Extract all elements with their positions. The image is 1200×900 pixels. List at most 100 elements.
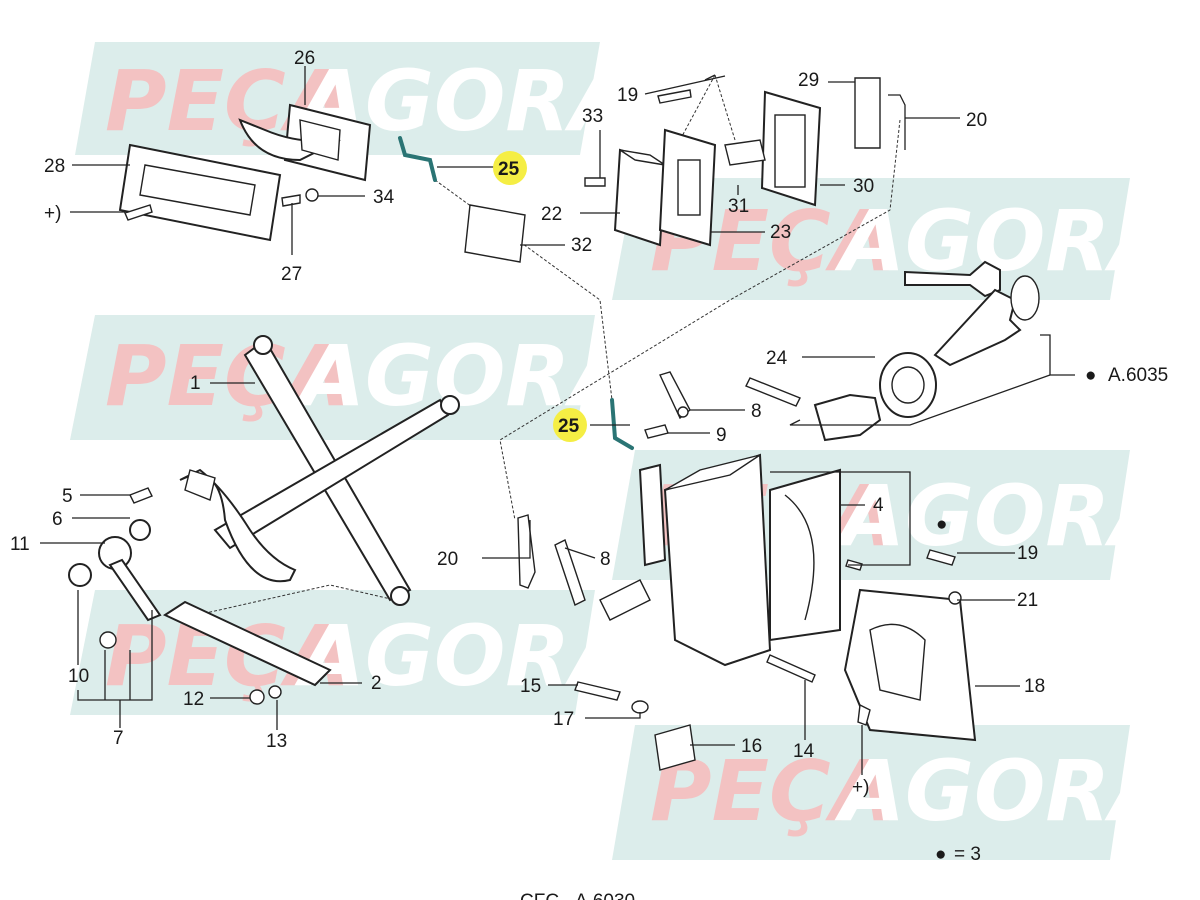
shim-plate xyxy=(654,724,696,771)
screw xyxy=(857,703,871,726)
watermark-text-right: AGORA xyxy=(834,192,1175,290)
bullet-icon: ● xyxy=(936,514,947,535)
part-label-24: 24 xyxy=(766,348,788,369)
key-set xyxy=(904,260,1040,367)
part-label-9: 9 xyxy=(716,425,727,446)
part-label-16: 16 xyxy=(741,736,762,757)
inner-handle-housing xyxy=(843,549,977,742)
lock-assembly-top xyxy=(584,77,906,247)
watermark-text-left: PEÇA xyxy=(105,327,351,425)
linkage-lever xyxy=(554,539,586,606)
part-label-27: 27 xyxy=(281,264,302,285)
crank-arm xyxy=(108,558,162,622)
watermark-text-right: AGORA xyxy=(834,742,1175,840)
part-label-19: 19 xyxy=(617,85,638,106)
screw xyxy=(124,204,153,221)
washer xyxy=(631,700,649,714)
bullet-icon: ● xyxy=(1085,365,1096,386)
diagram-reference: CFC - A.6030 xyxy=(520,891,635,900)
key-icon xyxy=(933,288,1022,367)
latch-assembly xyxy=(517,453,863,771)
connecting-rod-middle xyxy=(610,398,634,450)
screw xyxy=(644,424,669,439)
part-label-11: 11 xyxy=(10,534,30,555)
part-label-19: 19 xyxy=(1017,543,1038,564)
part-label-13: 13 xyxy=(266,731,287,752)
screw xyxy=(584,177,606,187)
part-label-31: 31 xyxy=(728,196,749,217)
watermark-band-3: PEÇA AGORA xyxy=(70,315,635,440)
part-label-29: 29 xyxy=(798,70,819,91)
part-label-8: 8 xyxy=(600,549,611,570)
watermark-text-right: AGORA xyxy=(294,327,635,425)
lock-lever xyxy=(724,139,766,166)
outer-handle-assembly xyxy=(118,103,526,263)
linkage-lever xyxy=(517,514,536,589)
seal-pad xyxy=(464,204,526,263)
window-regulator xyxy=(68,335,460,705)
lock-cylinder xyxy=(813,393,882,442)
part-label-4: 4 xyxy=(873,495,884,516)
nut xyxy=(249,689,265,705)
part-label-33: 33 xyxy=(582,106,603,127)
part-label-17: 17 xyxy=(553,709,574,730)
connecting-rod-top xyxy=(398,136,437,182)
part-label-18: 18 xyxy=(1024,676,1045,697)
part-label-8: 8 xyxy=(751,401,762,422)
bolt xyxy=(281,194,301,207)
part-label-plus: +) xyxy=(44,203,61,224)
spring xyxy=(745,377,801,407)
latch-bracket xyxy=(638,463,667,567)
screw xyxy=(766,654,816,683)
legend-text: = 3 xyxy=(954,844,981,865)
bolt xyxy=(129,487,153,504)
part-label-30: 30 xyxy=(853,176,874,197)
part-label-15: 15 xyxy=(520,676,541,697)
watermark-text-right: AGORA xyxy=(834,467,1175,565)
part-label-22: 22 xyxy=(541,204,562,225)
regulator-channel xyxy=(162,600,332,687)
screw xyxy=(657,89,692,104)
bullet-icon: ● xyxy=(935,844,946,865)
part-label-6: 6 xyxy=(52,509,63,530)
clip xyxy=(948,591,962,605)
part-label-28: 28 xyxy=(44,156,65,177)
crank-cap xyxy=(99,631,117,649)
part-label-23: 23 xyxy=(770,222,791,243)
part-label-2: 2 xyxy=(371,673,382,694)
watermark-band-6: PEÇA AGORA xyxy=(612,725,1175,860)
part-label-21: 21 xyxy=(1017,590,1038,611)
regulator-lift-arm xyxy=(213,398,450,550)
leader-lines xyxy=(40,66,1075,775)
washer xyxy=(129,519,151,541)
key-ring xyxy=(1010,275,1040,321)
washer xyxy=(268,685,282,699)
screw xyxy=(926,549,956,566)
part-label-20: 20 xyxy=(966,110,987,131)
bolt xyxy=(574,681,621,701)
highlight-marker xyxy=(493,151,527,185)
legend: ● = 3 xyxy=(935,844,981,865)
routing-lines xyxy=(174,74,901,621)
part-label-7: 7 xyxy=(113,728,124,749)
part-label-25: 25 xyxy=(558,416,580,437)
part-label-1: 1 xyxy=(190,373,201,394)
part-label-14: 14 xyxy=(793,741,815,762)
key-icon xyxy=(904,260,1001,298)
part-label-25: 25 xyxy=(498,159,520,180)
part-label-20: 20 xyxy=(437,549,458,570)
part-label-26: 26 xyxy=(294,48,315,69)
highlight-marker xyxy=(553,408,587,442)
part-label-34: 34 xyxy=(373,187,395,208)
part-label-plus: +) xyxy=(852,777,869,798)
part-label-32: 32 xyxy=(571,235,592,256)
crank-knob xyxy=(68,563,92,587)
part-label-12: 12 xyxy=(183,689,204,710)
lock-bar xyxy=(854,77,881,149)
part-labels: 26 28 +) 27 34 25 32 19 33 22 23 31 30 2… xyxy=(10,48,1168,798)
gear-sector xyxy=(179,468,297,583)
part-label-5: 5 xyxy=(62,486,73,507)
lock-cylinder-assembly xyxy=(644,352,937,442)
part-label-10: 10 xyxy=(68,666,89,687)
